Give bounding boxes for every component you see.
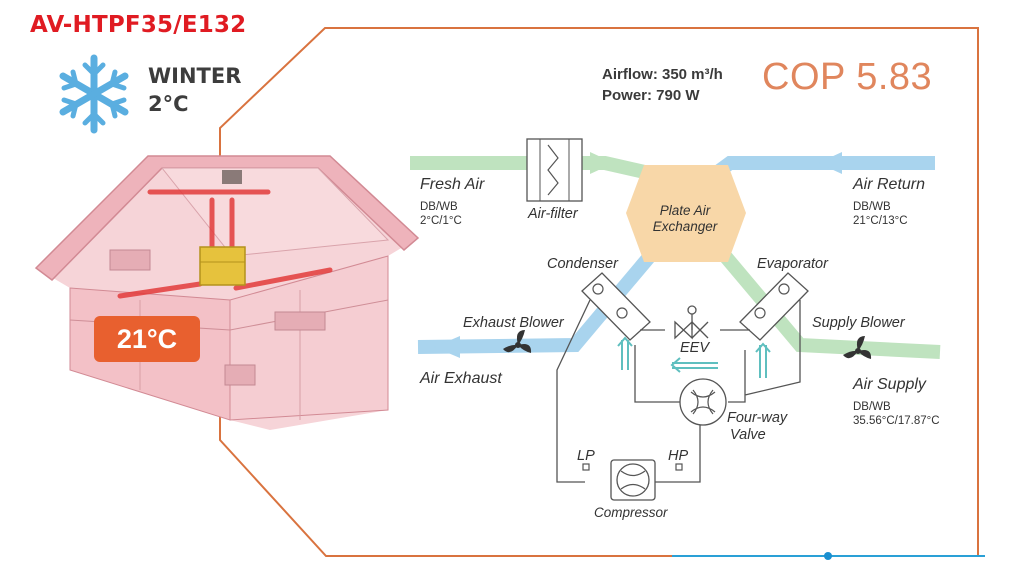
supply-blower-icon bbox=[843, 336, 872, 359]
exhaust-blower-icon bbox=[503, 330, 532, 353]
exhaust-air-duct bbox=[417, 245, 661, 354]
evaporator-label: Evaporator bbox=[757, 256, 828, 272]
air-return-unit: DB/WB bbox=[853, 201, 891, 213]
four-way-valve-label-line2: Valve bbox=[730, 427, 766, 443]
hp-label: HP bbox=[668, 448, 689, 464]
evaporator-coil bbox=[739, 272, 809, 341]
air-filter-icon bbox=[526, 138, 583, 202]
fresh-air-arrow bbox=[590, 152, 614, 174]
condenser-coil bbox=[581, 272, 651, 341]
indoor-temperature-badge: 21°C bbox=[94, 316, 200, 362]
exchanger-label: Plate Air Exchanger bbox=[632, 203, 738, 235]
eev-label: EEV bbox=[680, 340, 710, 356]
air-return-label: Air Return bbox=[853, 176, 926, 193]
airflow-value: Airflow: 350 m³/h bbox=[602, 66, 723, 83]
air-exhaust-label: Air Exhaust bbox=[420, 370, 502, 387]
compressor-label: Compressor bbox=[594, 505, 668, 520]
air-supply-value: 35.56°C/17.87°C bbox=[853, 415, 940, 427]
air-return-value: 21°C/13°C bbox=[853, 215, 908, 227]
exchanger-label-line1: Plate Air bbox=[659, 203, 711, 218]
four-way-valve-label-line1: Four-way bbox=[727, 410, 788, 426]
power-value: Power: 790 W bbox=[602, 87, 700, 104]
performance-stats: Airflow: 350 m³/h Power: 790 W bbox=[602, 64, 723, 106]
exhaust-blower-label: Exhaust Blower bbox=[463, 315, 564, 331]
air-supply-conditions: DB/WB 35.56°C/17.87°C bbox=[853, 400, 940, 428]
refrigerant-pipes bbox=[556, 299, 801, 483]
supply-blower-label: Supply Blower bbox=[812, 315, 905, 331]
refrigerant-flow-arrows bbox=[617, 336, 771, 378]
pressure-sensors bbox=[582, 463, 683, 471]
air-filter-label: Air-filter bbox=[528, 206, 578, 222]
four-way-valve-label: Four-way Valve bbox=[727, 410, 787, 444]
house-illustration bbox=[34, 155, 420, 430]
air-supply-unit: DB/WB bbox=[853, 401, 891, 413]
frame-outline bbox=[219, 27, 979, 557]
supply-air-duct bbox=[714, 245, 941, 359]
condenser-label: Condenser bbox=[547, 256, 618, 272]
compressor-icon bbox=[610, 459, 656, 501]
eev-valve-icon bbox=[674, 305, 709, 340]
exchanger-label-line2: Exchanger bbox=[652, 219, 718, 234]
exhaust-air-arrow bbox=[434, 336, 460, 358]
cop-value: COP 5.83 bbox=[762, 56, 933, 98]
season-info: WINTER 2°C bbox=[148, 62, 241, 118]
air-supply-label: Air Supply bbox=[853, 376, 926, 393]
return-air-arrow bbox=[818, 152, 842, 174]
outdoor-temperature: 2°C bbox=[148, 92, 189, 116]
fresh-air-value: 2°C/1°C bbox=[420, 215, 462, 227]
plate-air-exchanger bbox=[626, 165, 746, 262]
season-label: WINTER bbox=[148, 64, 242, 88]
four-way-valve-icon bbox=[679, 378, 727, 426]
snowflake-icon bbox=[59, 54, 129, 134]
model-title: AV-HTPF35/E132 bbox=[30, 12, 247, 38]
fresh-air-label: Fresh Air bbox=[420, 176, 485, 193]
air-return-conditions: DB/WB 21°C/13°C bbox=[853, 200, 908, 228]
fresh-air-unit: DB/WB bbox=[420, 201, 458, 213]
lp-label: LP bbox=[577, 448, 595, 464]
fresh-air-conditions: DB/WB 2°C/1°C bbox=[420, 200, 462, 228]
progress-dot bbox=[824, 552, 832, 560]
